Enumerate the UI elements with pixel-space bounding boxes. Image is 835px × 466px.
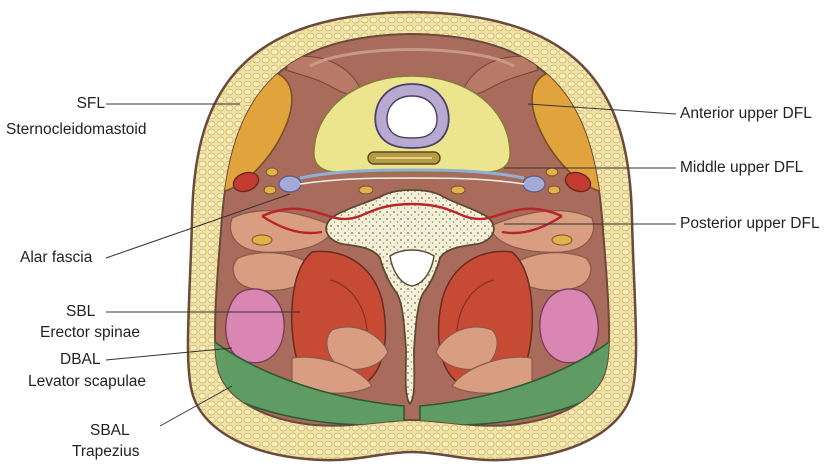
label-posterior-upper-dfl: Posterior upper DFL <box>680 215 820 233</box>
levator-scapulae-right <box>540 289 598 363</box>
label-sbal: SBAL <box>90 422 130 440</box>
trachea-lumen <box>387 96 437 138</box>
label-sternocleidomastoid: Sternocleidomastoid <box>6 121 146 139</box>
label-dbal: DBAL <box>60 351 101 369</box>
label-sfl: SFL <box>77 95 105 113</box>
levator-scapulae-left <box>226 289 284 363</box>
label-trapezius: Trapezius <box>72 443 139 461</box>
label-anterior-upper-dfl: Anterior upper DFL <box>680 105 812 123</box>
label-sbl: SBL <box>66 303 95 321</box>
label-middle-upper-dfl: Middle upper DFL <box>680 159 803 177</box>
label-levator-scapulae: Levator scapulae <box>28 373 146 391</box>
label-erector-spinae: Erector spinae <box>40 324 140 342</box>
label-alar-fascia: Alar fascia <box>20 249 92 267</box>
